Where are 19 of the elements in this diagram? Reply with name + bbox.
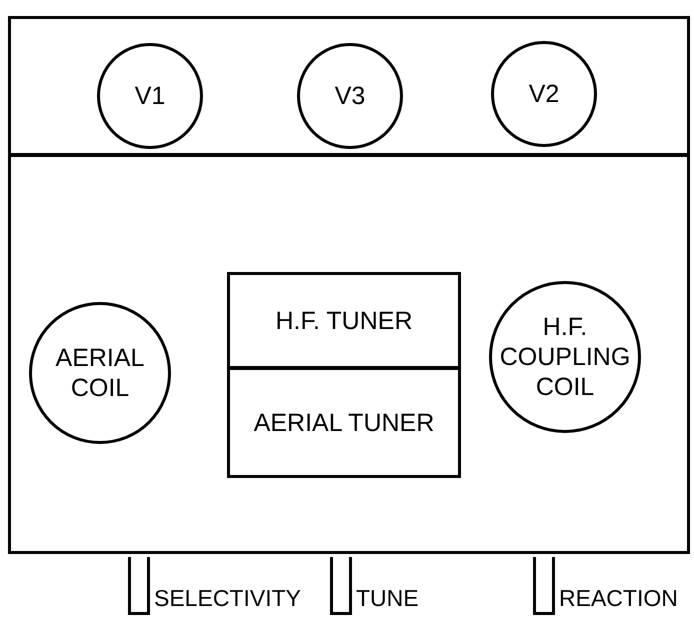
component-circle bbox=[489, 281, 641, 433]
control-label: TUNE bbox=[356, 585, 419, 613]
tuner-label: AERIAL TUNER bbox=[254, 408, 434, 438]
control-label: SELECTIVITY bbox=[154, 585, 301, 613]
component-circle bbox=[491, 41, 597, 147]
component-label: V1 bbox=[134, 81, 166, 111]
component-label: H.F. COUPLING COIL bbox=[500, 312, 630, 402]
component-label: V3 bbox=[334, 81, 366, 111]
chassis-panel bbox=[8, 154, 690, 554]
component-circle bbox=[97, 43, 203, 149]
tuner-label: H.F. TUNER bbox=[275, 306, 413, 336]
component-circle bbox=[29, 302, 171, 444]
component-label: V2 bbox=[528, 79, 560, 109]
tuner-box bbox=[227, 367, 461, 478]
tuner-box bbox=[227, 272, 461, 369]
chassis-panel bbox=[8, 16, 690, 156]
component-label: AERIAL COIL bbox=[54, 343, 146, 403]
control-label: REACTION bbox=[559, 585, 678, 613]
component-circle bbox=[297, 43, 403, 149]
